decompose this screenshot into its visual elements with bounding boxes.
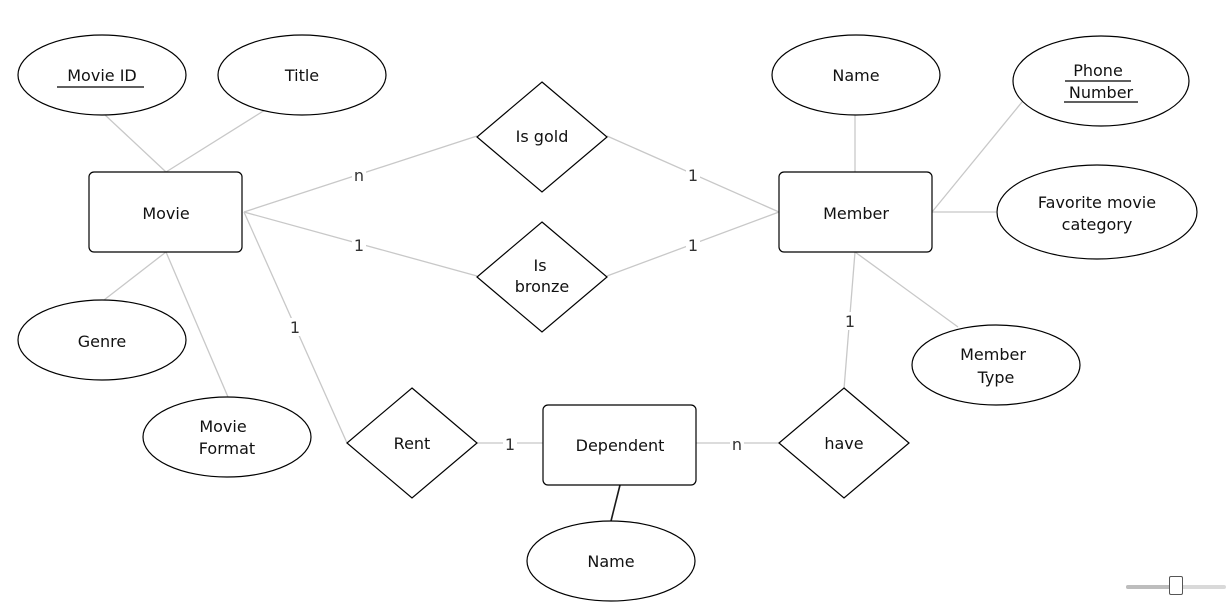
zoom-slider-thumb[interactable] <box>1169 576 1183 595</box>
cardinality-dependent-have: n <box>732 435 742 454</box>
connector-member-membertype[interactable] <box>854 251 959 328</box>
relationship-label: Rent <box>394 434 431 453</box>
connector-movieid-movie[interactable] <box>103 113 167 173</box>
attribute-label: Name <box>587 552 634 571</box>
cardinality-have-member: 1 <box>845 312 855 331</box>
attribute-label: Title <box>284 66 319 85</box>
zoom-slider-fill <box>1126 585 1176 589</box>
attribute-label: Genre <box>78 332 126 351</box>
cardinality-movie-rent: 1 <box>290 318 300 337</box>
attribute-movie-id[interactable]: Movie ID <box>17 34 187 116</box>
attribute-label-line1: Member <box>960 345 1026 364</box>
attribute-label-line1: Movie <box>199 417 246 436</box>
entity-label: Movie <box>142 204 189 223</box>
connector-dependent-name[interactable] <box>610 484 621 522</box>
attribute-label-line2: category <box>1062 215 1133 234</box>
entity-label: Member <box>823 204 889 223</box>
connector-movie-genre[interactable] <box>103 251 167 301</box>
attribute-label: Movie ID <box>67 66 136 85</box>
attribute-label-line1: Phone <box>1073 61 1123 80</box>
attribute-member-type[interactable]: Member Type <box>911 324 1081 406</box>
connector-phone-member[interactable] <box>931 101 1023 213</box>
attribute-label-line2: Format <box>199 439 255 458</box>
cardinality-movie-isbronze: 1 <box>354 236 364 255</box>
entity-dependent[interactable]: Dependent <box>542 404 697 486</box>
attribute-genre[interactable]: Genre <box>17 299 187 381</box>
attribute-label-line2: Type <box>977 368 1015 387</box>
attribute-label: Name <box>832 66 879 85</box>
relationship-label: Is gold <box>516 127 569 146</box>
attribute-title[interactable]: Title <box>217 34 387 116</box>
attribute-label-line1: Favorite movie <box>1038 193 1156 212</box>
entity-movie[interactable]: Movie <box>88 171 243 253</box>
attribute-movie-format[interactable]: Movie Format <box>142 396 312 478</box>
cardinality-isgold-member: 1 <box>688 166 698 185</box>
relationship-is-gold[interactable]: Is gold <box>476 81 608 193</box>
attribute-label-line2: Number <box>1069 83 1134 102</box>
zoom-slider[interactable] <box>1126 575 1226 597</box>
attribute-phone-number[interactable]: Phone Number <box>1012 35 1190 127</box>
attribute-member-name[interactable]: Name <box>771 34 941 116</box>
attribute-favorite-movie-category[interactable]: Favorite movie category <box>996 164 1198 260</box>
attribute-dependent-name[interactable]: Name <box>526 520 696 602</box>
cardinality-labels: n 1 1 1 1 1 n 1 <box>288 166 857 454</box>
relationship-is-bronze[interactable]: Is bronze <box>476 221 608 333</box>
relationship-rent[interactable]: Rent <box>346 387 478 499</box>
entity-label: Dependent <box>576 436 665 455</box>
relationship-label: have <box>824 434 863 453</box>
relationship-label-line2: bronze <box>515 277 570 296</box>
cardinality-rent-dependent: 1 <box>505 435 515 454</box>
entity-member[interactable]: Member <box>778 171 933 253</box>
relationship-label-line1: Is <box>533 256 546 275</box>
connector-title-movie[interactable] <box>165 109 266 173</box>
relationship-have[interactable]: have <box>778 387 910 499</box>
cardinality-movie-isgold: n <box>354 166 364 185</box>
cardinality-isbronze-member: 1 <box>688 236 698 255</box>
connector-movie-format[interactable] <box>165 251 229 398</box>
